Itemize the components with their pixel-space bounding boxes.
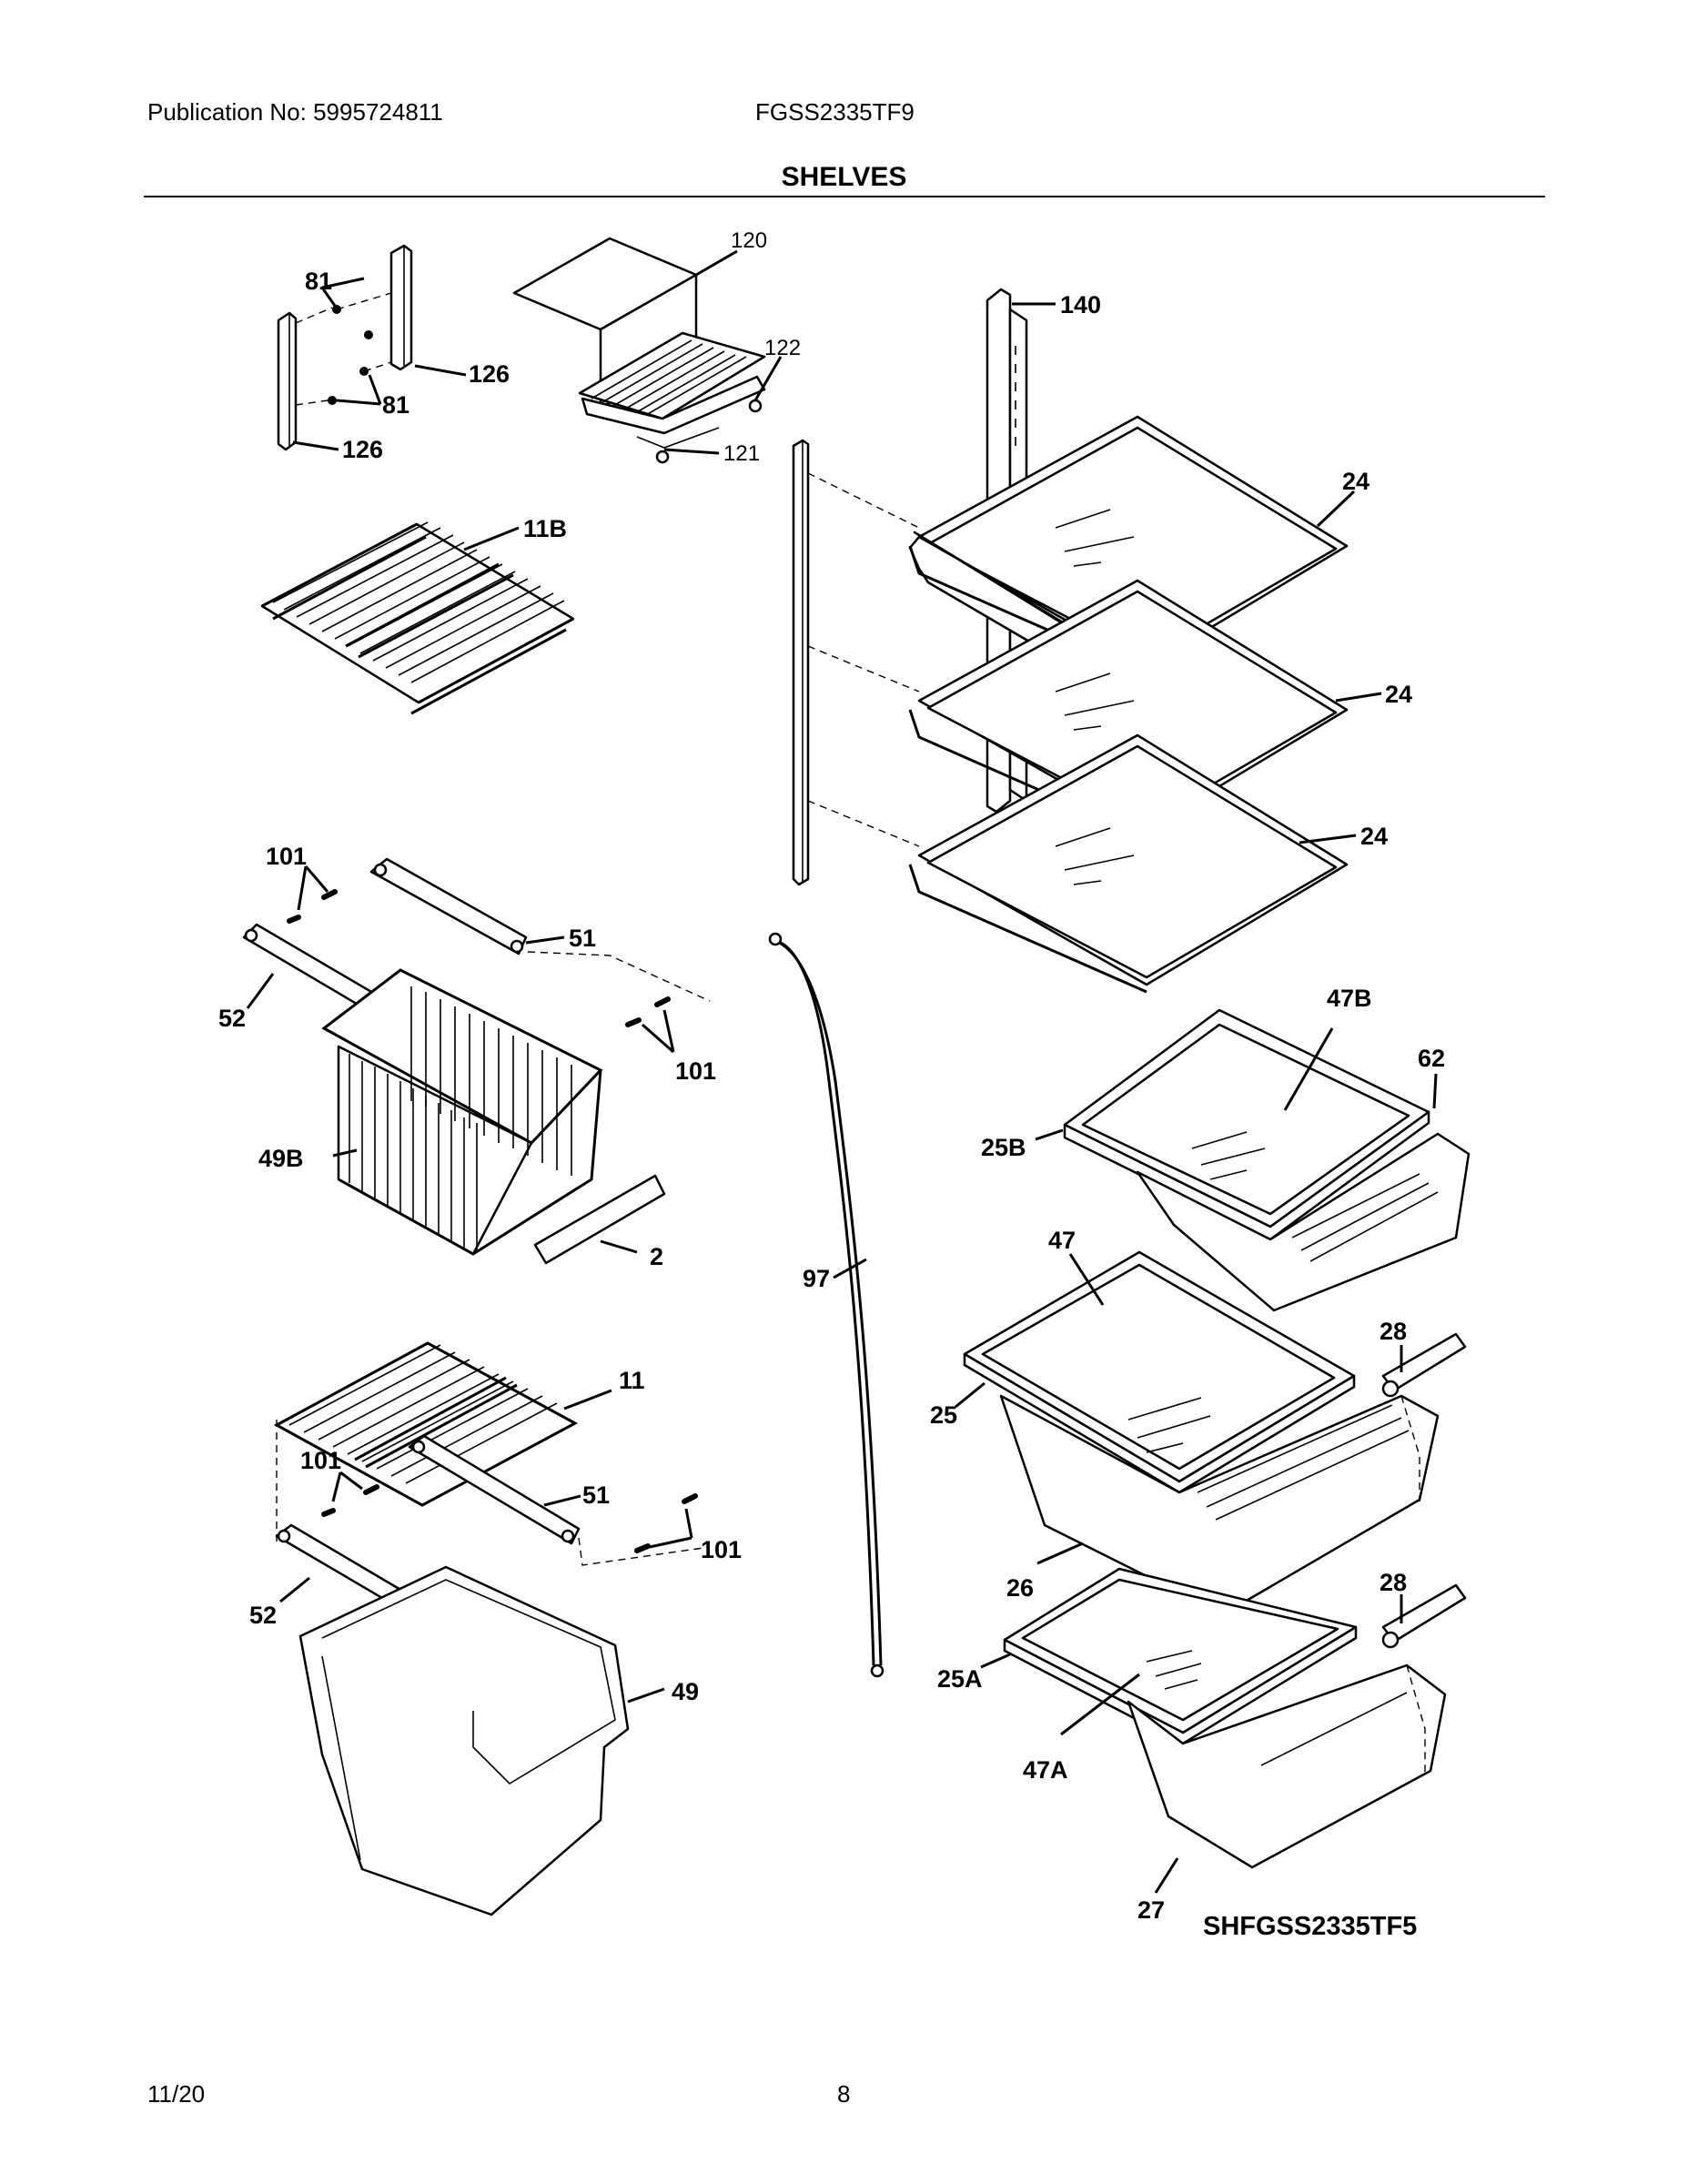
callout-120: 120 (731, 228, 767, 253)
callout-24-middle: 24 (1385, 681, 1412, 708)
callout-47: 47 (1048, 1227, 1076, 1254)
callout-28-upper: 28 (1380, 1318, 1407, 1345)
callout-25B: 25B (981, 1134, 1026, 1161)
drawing-code: SHFGSS2335TF5 (1203, 1912, 1417, 1941)
crisper-cover-47 (963, 1250, 1356, 1494)
publication-date: 11/20 (147, 2080, 206, 2108)
callout-81-upper: 81 (305, 268, 332, 295)
slide-28-lower (1381, 1583, 1467, 1649)
callout-47B: 47B (1327, 985, 1372, 1012)
crisper-drawer-27 (1127, 1663, 1447, 1869)
callout-47A: 47A (1023, 1756, 1068, 1784)
callout-24-bottom: 24 (1360, 823, 1388, 850)
publication-number: Publication No: 5995724811 (147, 98, 443, 126)
callout-51-upper: 51 (569, 925, 596, 952)
callout-126-lower: 126 (342, 436, 383, 463)
callout-51-lower: 51 (582, 1481, 610, 1509)
callout-11: 11 (619, 1367, 645, 1394)
screw-101-upper (287, 889, 671, 1027)
vertical-rail-strip (792, 439, 810, 886)
screw-101-lower (321, 1484, 698, 1553)
header-divider (144, 196, 1545, 197)
callout-24-top: 24 (1342, 468, 1370, 495)
callout-140: 140 (1060, 291, 1101, 318)
page-number: 8 (837, 2080, 851, 2108)
drain-tube-97 (768, 932, 884, 1678)
callout-27: 27 (1137, 1896, 1165, 1924)
callout-26: 26 (1006, 1574, 1034, 1602)
callout-101-lower-left: 101 (300, 1447, 341, 1474)
wire-shelf-11 (273, 1341, 579, 1507)
wire-basket-49B (321, 968, 603, 1256)
screw-81 (328, 305, 373, 405)
callout-11B: 11B (523, 515, 567, 542)
slide-rail-51-lower (408, 1434, 581, 1545)
front-trim-2 (533, 1174, 666, 1265)
callout-52-upper: 52 (218, 1005, 246, 1032)
callout-49: 49 (672, 1678, 699, 1705)
crisper-cover-47A (1003, 1567, 1358, 1745)
callout-62: 62 (1418, 1045, 1445, 1072)
callout-97: 97 (803, 1265, 830, 1292)
callout-101-upper-left: 101 (266, 843, 307, 870)
callout-2: 2 (650, 1243, 663, 1270)
crisper-drawer-26 (999, 1394, 1440, 1616)
crisper-cover-47B (1063, 1008, 1430, 1241)
callout-52-lower: 52 (249, 1602, 277, 1629)
deli-shelf-120 (512, 237, 766, 464)
page-title: SHELVES (781, 162, 907, 192)
callout-121: 121 (723, 441, 760, 466)
bracket-126-right (389, 244, 413, 371)
bracket-126-left (277, 311, 298, 451)
glass-shelf-24-bottom (908, 733, 1349, 994)
callout-126-upper: 126 (469, 360, 510, 388)
model-number: FGSS2335TF9 (755, 98, 915, 126)
callout-labels: 120 140 81 126 81 126 122 121 11B 24 24 … (218, 228, 1445, 1941)
callout-25A: 25A (937, 1665, 983, 1693)
callout-81-lower: 81 (382, 391, 409, 419)
callout-122: 122 (764, 336, 801, 360)
wire-shelf-11B (260, 521, 575, 715)
freezer-bin-49 (298, 1565, 630, 1916)
slide-28-upper (1381, 1332, 1467, 1398)
callout-101-lower-right: 101 (701, 1536, 742, 1563)
callout-49B: 49B (258, 1145, 304, 1172)
callout-28-lower: 28 (1380, 1569, 1407, 1596)
callout-101-upper-right: 101 (675, 1057, 716, 1085)
callout-25: 25 (930, 1401, 957, 1429)
crisper-drawer-62 (1136, 1132, 1471, 1312)
slide-rail-51-upper (369, 857, 528, 956)
